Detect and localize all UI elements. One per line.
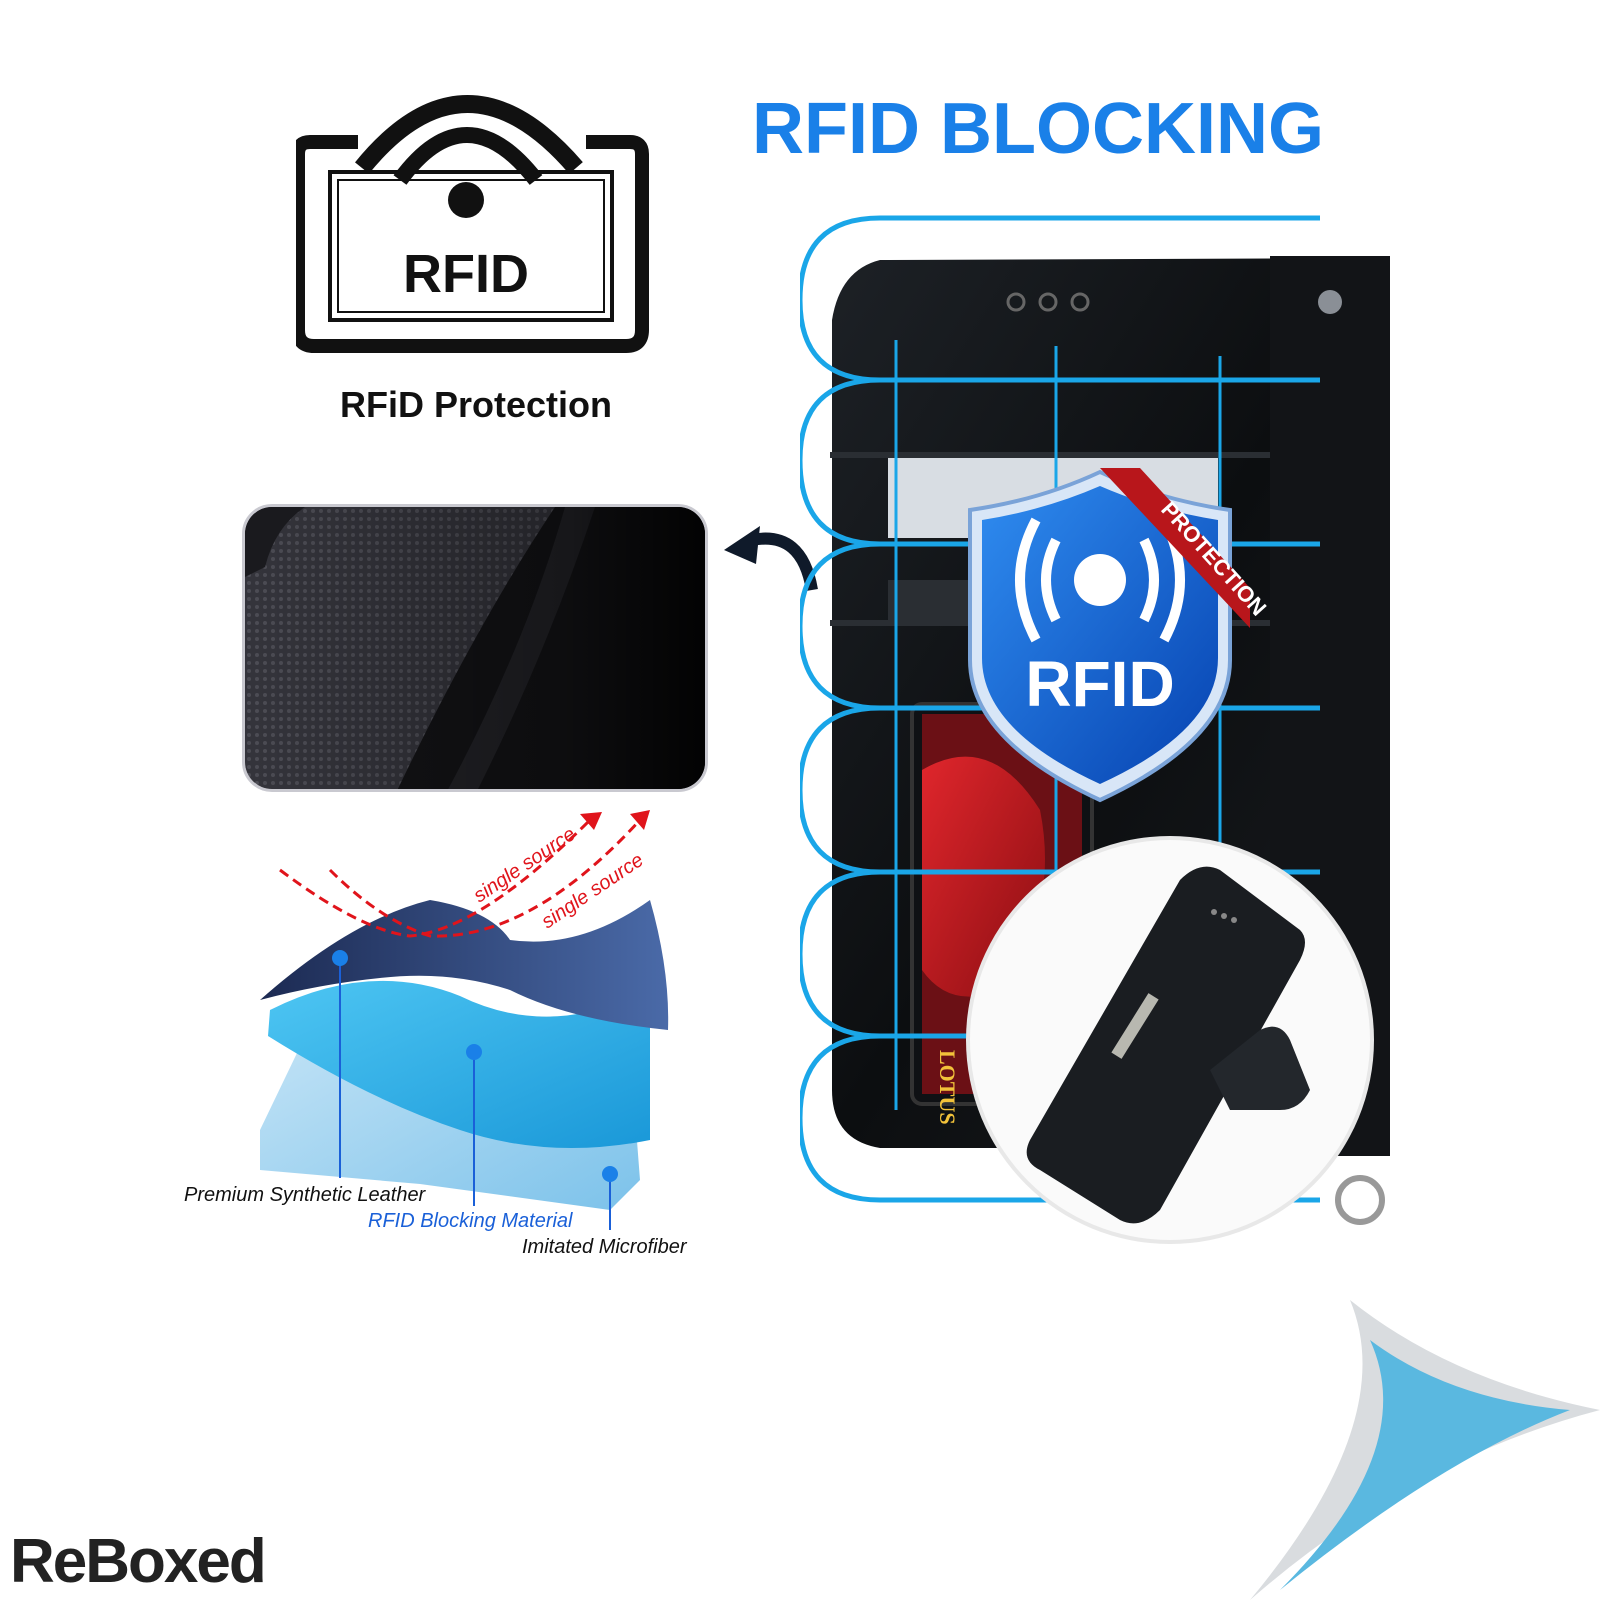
blocking-layer-label: RFID Blocking Material [368,1210,573,1232]
shield-text: RFID [1025,648,1174,720]
headline: RFID BLOCKING [752,89,1324,169]
closed-wallet-photo [970,840,1370,1240]
wallet-case-illustration: LOTUS RFID PROTECTION [797,210,1420,1270]
rfid-badge-icon: RFID [296,95,649,353]
lining-closeup-photo [242,504,708,792]
brand-logo: ReBoxed [10,1527,267,1596]
card-brand-text: LOTUS [935,1050,960,1125]
microfiber-layer-label: Imitated Microfiber [522,1236,687,1258]
rfid-shield-icon: RFID PROTECTION [968,468,1271,803]
rfid-caption: RFiD Protection [339,384,612,425]
leather-layer-label: Premium Synthetic Leather [184,1184,426,1206]
rfid-badge-text: RFID [403,244,529,304]
corner-triangle-decoration [1250,1300,1600,1600]
material-layers-diagram: single source single source Premium Synt… [150,800,730,1300]
